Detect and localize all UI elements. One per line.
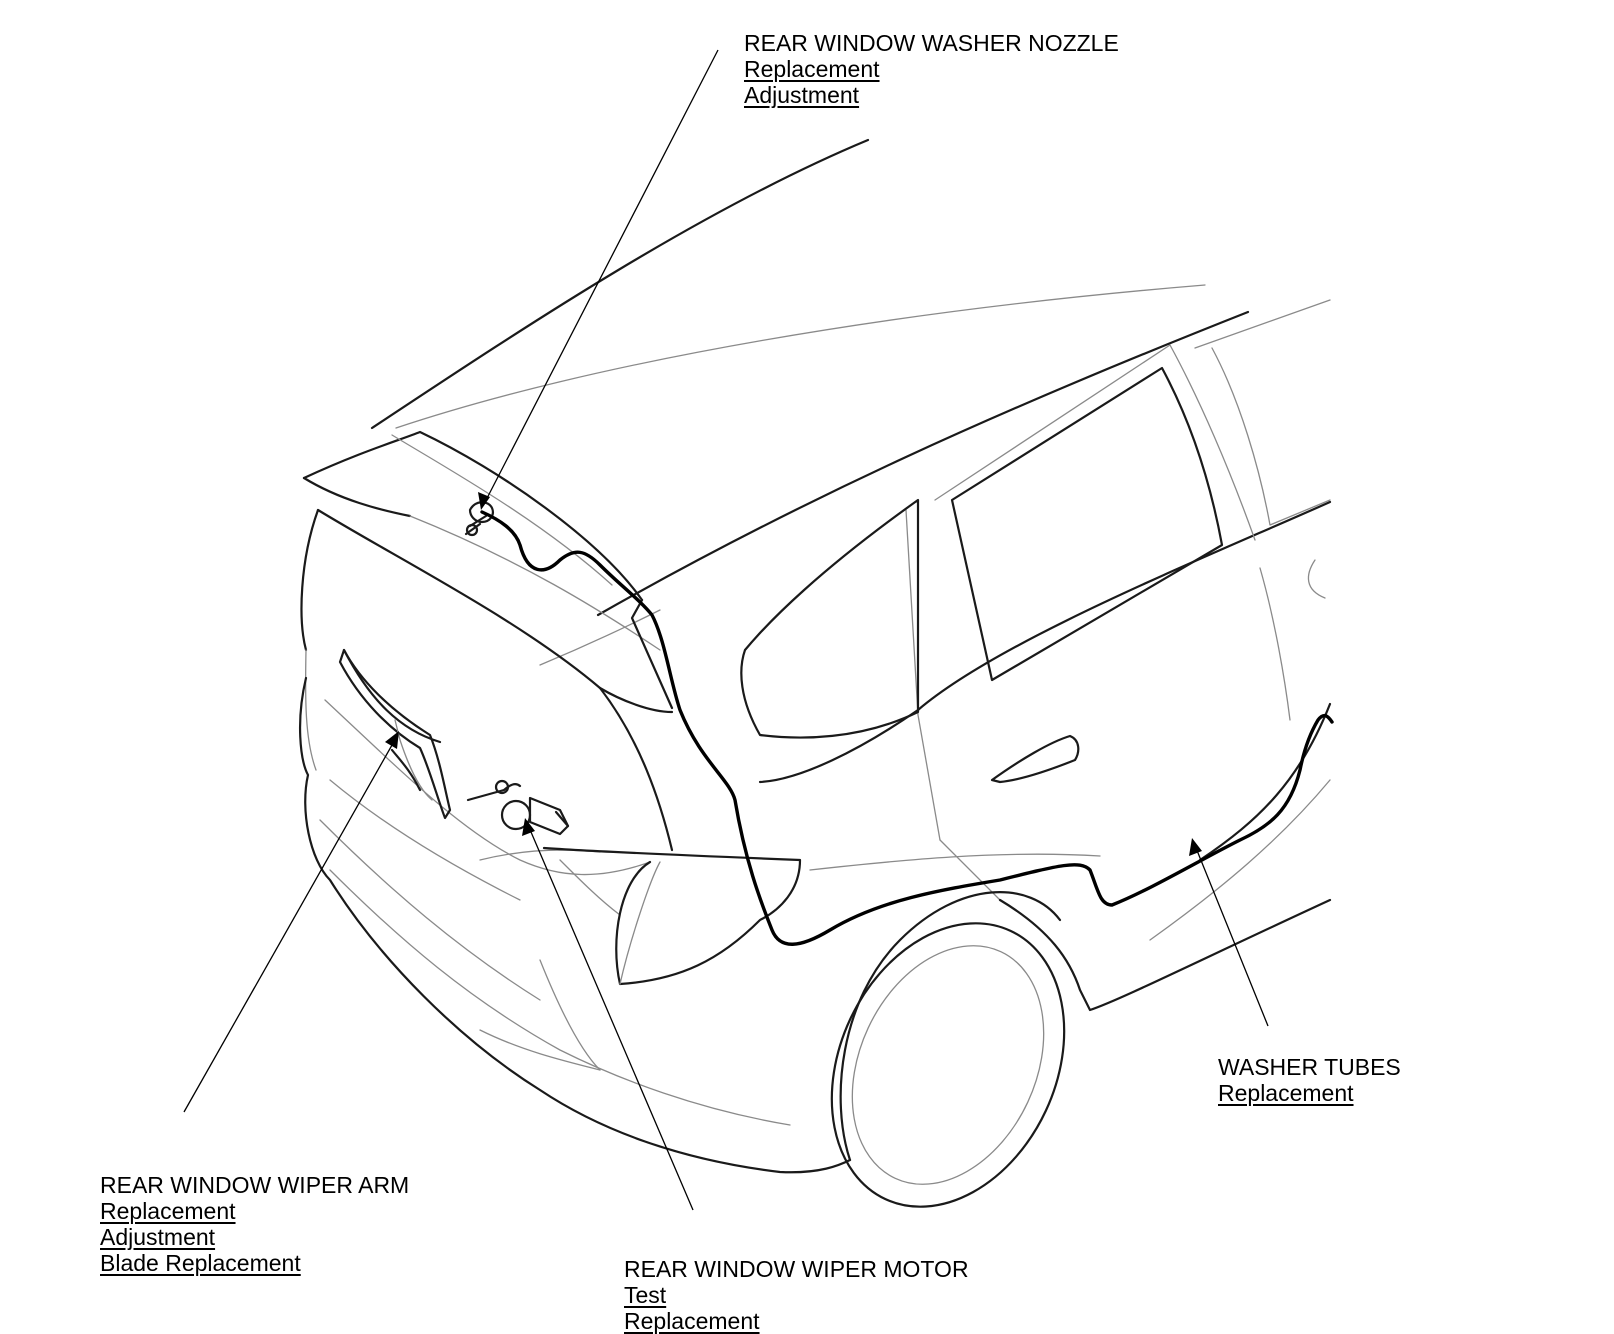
callout-washer-tubes: WASHER TUBES Replacement	[1218, 1054, 1401, 1106]
rear-wheel	[830, 891, 1066, 1208]
rear-bumper	[299, 676, 852, 1174]
wiper-motor-title: REAR WINDOW WIPER MOTOR	[624, 1256, 969, 1282]
motor-leader	[527, 824, 694, 1211]
tubes-leader-arrow	[1189, 838, 1202, 856]
arm-leader	[183, 737, 397, 1113]
tail-light	[542, 846, 802, 986]
callout-washer-nozzle: REAR WINDOW WASHER NOZZLE Replacement Ad…	[744, 30, 1119, 108]
rear-spoiler	[302, 430, 674, 710]
wiper-arm-blade-replacement-link[interactable]: Blade Replacement	[100, 1250, 301, 1276]
door-handle	[990, 734, 1080, 784]
wiper-arm-title: REAR WINDOW WIPER ARM	[100, 1172, 410, 1198]
washer-tube-line	[480, 510, 1334, 946]
rear-door-window	[934, 344, 1256, 682]
leader-lines	[183, 49, 1269, 1211]
nozzle-leader	[483, 49, 719, 505]
washer-nozzle-adjustment-link[interactable]: Adjustment	[744, 82, 860, 108]
tubes-leader	[1195, 847, 1269, 1027]
arm-leader-arrow	[385, 731, 399, 749]
wiper-motor-test-link[interactable]: Test	[624, 1282, 667, 1308]
wiper-motor	[466, 779, 570, 836]
wiper-motor-replacement-link[interactable]: Replacement	[624, 1308, 760, 1334]
nozzle-leader-arrow	[478, 492, 490, 510]
callout-wiper-motor: REAR WINDOW WIPER MOTOR Test Replacement	[624, 1256, 969, 1334]
wiper-arm	[338, 648, 452, 820]
callout-wiper-arm: REAR WINDOW WIPER ARM Replacement Adjust…	[100, 1172, 409, 1276]
washer-nozzle-replacement-link[interactable]: Replacement	[744, 56, 880, 82]
roof-outline	[370, 138, 1250, 666]
washer-tubes-title: WASHER TUBES	[1218, 1054, 1401, 1080]
side-body	[758, 500, 1332, 1012]
washer-nozzle-title: REAR WINDOW WASHER NOZZLE	[744, 30, 1119, 56]
wiper-arm-adjustment-link[interactable]: Adjustment	[100, 1224, 216, 1250]
rear-quarter-window	[740, 498, 920, 739]
washer-tubes-replacement-link[interactable]: Replacement	[1218, 1080, 1354, 1106]
washer-nozzle	[464, 501, 494, 537]
tailgate	[300, 508, 674, 901]
motor-leader-arrow	[522, 818, 535, 836]
wiper-arm-replacement-link[interactable]: Replacement	[100, 1198, 236, 1224]
front-door-frame	[1194, 299, 1331, 599]
